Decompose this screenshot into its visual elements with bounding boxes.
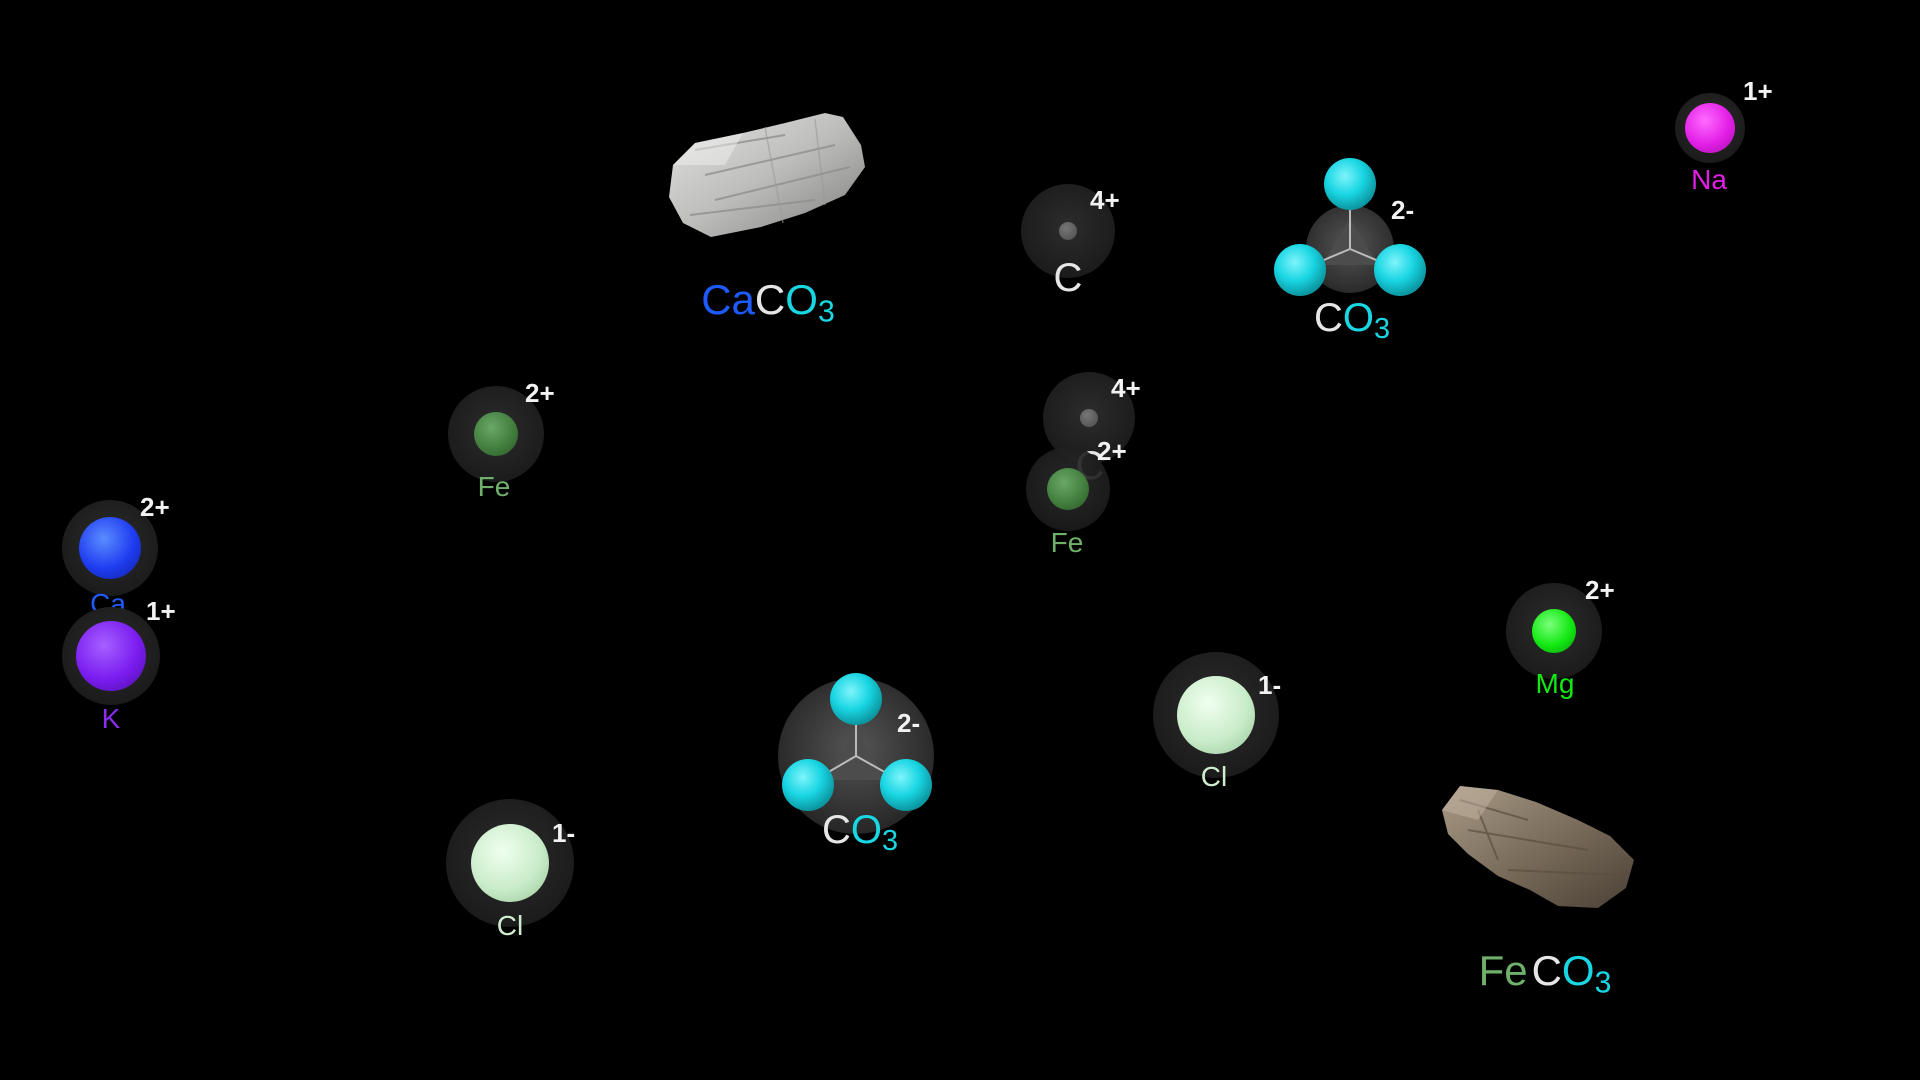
cl-atom-icon (1177, 676, 1255, 754)
ion-ca[interactable] (62, 500, 158, 596)
ion-charge: 2+ (1585, 575, 1615, 605)
ion-charge: 1+ (1743, 76, 1773, 106)
fe-atom-icon (1047, 468, 1089, 510)
ion-charge: 4+ (1090, 185, 1120, 215)
ca-atom-icon (79, 517, 141, 579)
ion-fe-left[interactable] (448, 386, 544, 482)
cl-atom-icon (471, 824, 549, 902)
carbonate-molecule-icon (778, 673, 934, 834)
ion-cl-right[interactable] (1153, 652, 1279, 778)
ion-symbol: K (101, 703, 121, 734)
ion-cl-left[interactable] (446, 799, 574, 927)
formula-subscript: 3 (1594, 966, 1612, 1000)
mg-atom-icon (1532, 609, 1576, 653)
ion-charge: 2+ (1097, 436, 1127, 466)
ion-symbol: C (1053, 256, 1083, 300)
carbonate-formula: CO3 (822, 810, 898, 856)
ion-charge: 2- (897, 708, 921, 738)
ion-na[interactable] (1675, 93, 1745, 163)
ion-k[interactable] (62, 607, 160, 705)
ion-charge: 2+ (140, 492, 170, 522)
carbonate-molecule-icon (1274, 158, 1426, 296)
mineral-calcite[interactable] (665, 105, 870, 250)
calcite-rock-icon (669, 113, 865, 237)
formula-subscript: 3 (1374, 313, 1391, 346)
siderite-formula: FeCO3 (1479, 950, 1612, 999)
ion-symbol: Na (1691, 164, 1727, 195)
calcite-formula: CaCO3 (701, 279, 835, 328)
c-atom-icon (1059, 222, 1077, 240)
c-atom-icon (1080, 409, 1098, 427)
ion-mg[interactable] (1506, 583, 1602, 679)
formula-subscript: 3 (817, 295, 835, 329)
formula-carbon: C (821, 808, 851, 852)
ion-charge: 1- (552, 818, 576, 848)
ion-c-top[interactable] (1021, 184, 1115, 278)
ion-symbol: Mg (1535, 668, 1575, 699)
ion-symbol: Fe (1050, 527, 1084, 558)
formula-carbon: C (1313, 296, 1343, 340)
ion-charge: 2- (1391, 195, 1415, 225)
carbonate-formula: CO3 (1314, 298, 1390, 344)
ion-charge: 2+ (525, 378, 555, 408)
na-atom-icon (1685, 103, 1735, 153)
ion-symbol: Fe (477, 471, 511, 502)
carbonate-bottom[interactable] (770, 668, 942, 834)
formula-carbon: C (754, 276, 786, 323)
formula-subscript: 3 (882, 825, 899, 858)
k-atom-icon (76, 621, 146, 691)
ion-charge: 4+ (1111, 373, 1141, 403)
ion-symbol: Cl (496, 910, 524, 941)
fe-atom-icon (474, 412, 518, 456)
siderite-rock-icon (1442, 786, 1634, 908)
formula-oxygen: O (1342, 296, 1374, 340)
ion-charge: 1+ (146, 596, 176, 626)
formula-metal: Fe (1478, 947, 1528, 994)
mineral-siderite[interactable] (1438, 780, 1638, 915)
formula-carbon: C (1531, 947, 1562, 994)
carbonate-top[interactable] (1272, 157, 1432, 302)
ion-symbol: Cl (1200, 761, 1228, 792)
ion-fe-center[interactable] (1026, 447, 1110, 531)
formula-metal: Ca (701, 276, 755, 323)
ion-charge: 1- (1258, 670, 1282, 700)
formula-oxygen: O (850, 808, 882, 852)
formula-oxygen: O (785, 276, 818, 323)
formula-oxygen: O (1561, 947, 1595, 994)
